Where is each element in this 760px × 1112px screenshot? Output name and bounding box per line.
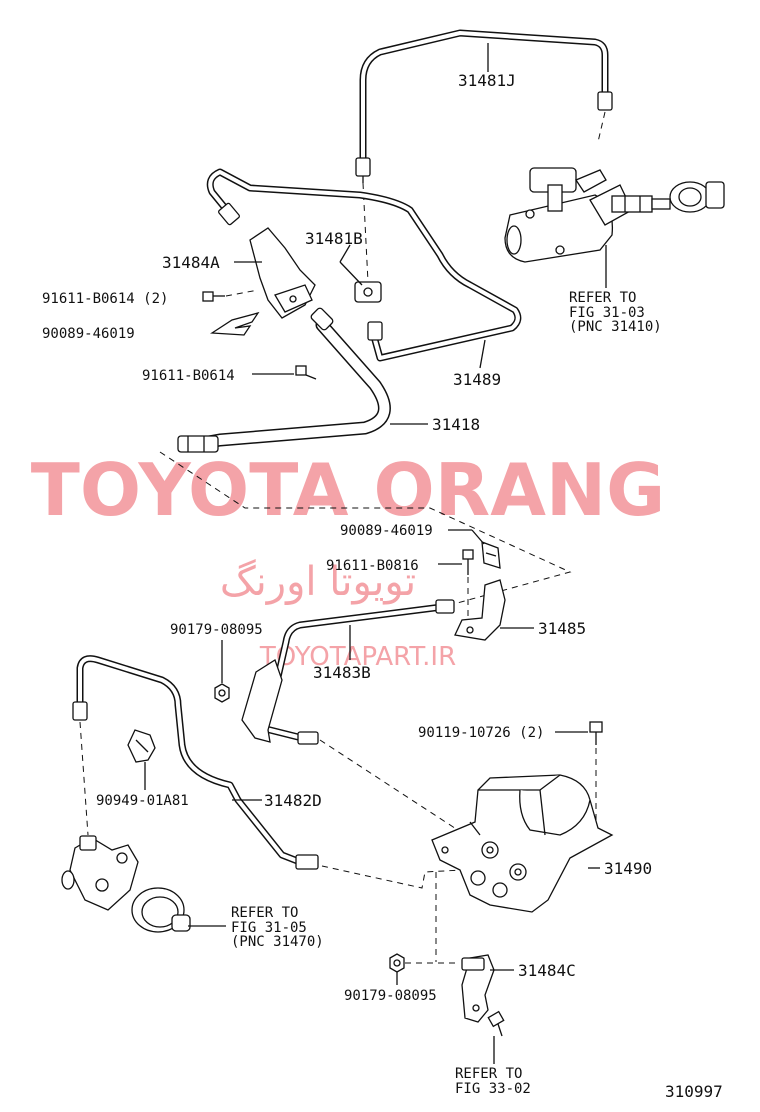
label-31481B: 31481B xyxy=(305,229,363,248)
pipe-31489 xyxy=(206,168,522,362)
label-91611-B0614: 91611-B0614 xyxy=(142,368,235,384)
nut-90179-08095-top xyxy=(214,683,230,703)
leader-90089-mid-b xyxy=(471,529,485,545)
guide-hose-to-bracket xyxy=(159,451,572,606)
leader-31481B-b xyxy=(339,261,363,286)
watermark-brand: TOYOTA ORANG xyxy=(31,448,666,532)
bolt-91611-B0614 xyxy=(295,365,317,380)
label-91611-B0816: 91611-B0816 xyxy=(326,558,419,574)
bolt-91611-B0816 xyxy=(462,549,474,575)
guide-31482D-block xyxy=(321,865,463,889)
label-31418: 31418 xyxy=(432,415,480,434)
label-31490: 31490 xyxy=(604,859,652,878)
clip-90089-46019-top xyxy=(209,311,260,336)
label-31481J: 31481J xyxy=(458,71,516,90)
label-31484A: 31484A xyxy=(162,253,220,272)
bracket-31484A xyxy=(249,227,316,319)
valve-block-31490 xyxy=(431,774,614,913)
label-90179-08095-top: 90179-08095 xyxy=(170,622,263,638)
watermark-url: TOYOTAPART.IR xyxy=(259,642,456,672)
leader-31481B-a xyxy=(339,244,351,263)
ref-slave-line2: FIG 31-05 xyxy=(231,920,307,936)
watermark: TOYOTA ORANG تویوتا اورنگ TOYOTAPART.IR xyxy=(31,448,666,672)
label-90089-46019-mid: 90089-46019 xyxy=(340,523,433,539)
ref-bottom-line1: REFER TO xyxy=(455,1066,522,1082)
label-31485: 31485 xyxy=(538,619,586,638)
pipe-31482D xyxy=(72,655,319,870)
guide-31481J-clamp xyxy=(362,182,369,283)
label-90119-10726-2: 90119-10726 (2) xyxy=(418,725,544,741)
clamp-31481B xyxy=(354,281,382,303)
bolt-fig-33-02 xyxy=(487,1010,505,1037)
bolt-90119-10726-pair xyxy=(589,721,603,745)
clip-90089-46019-mid xyxy=(481,541,501,569)
ref-slave-line1: REFER TO xyxy=(231,905,298,921)
clip-90949-01A81 xyxy=(127,729,156,763)
pipe-31481J xyxy=(355,29,613,183)
ref-slave-line3: (PNC 31470) xyxy=(231,934,324,950)
label-31482D: 31482D xyxy=(264,791,322,810)
nut-90179-08095-bot xyxy=(389,953,405,973)
label-31483B: 31483B xyxy=(313,663,371,682)
ref-master-line2: FIG 31-03 xyxy=(569,305,645,321)
leader-31489 xyxy=(479,339,486,369)
bracket-31485 xyxy=(454,579,506,641)
guide-bolt-pair xyxy=(225,289,259,297)
bolt-91611-B0614-pair xyxy=(202,291,225,302)
bracket-31484C xyxy=(461,954,495,1023)
guide-31483B-block xyxy=(319,739,471,839)
watermark-persian: تویوتا اورنگ xyxy=(220,559,416,605)
guide-31481J-master xyxy=(597,111,606,143)
figure-number: 310997 xyxy=(665,1082,723,1101)
guide-31482D-slave xyxy=(79,721,89,836)
label-90949-01A81: 90949-01A81 xyxy=(96,793,189,809)
hose-31418 xyxy=(177,307,391,453)
ref-master-line1: REFER TO xyxy=(569,290,636,306)
label-31489: 31489 xyxy=(453,370,501,389)
label-90089-46019-top: 90089-46019 xyxy=(42,326,135,342)
label-91611-B0614-2: 91611-B0614 (2) xyxy=(42,291,168,307)
label-31484C: 31484C xyxy=(518,961,576,980)
clutch-slave-cylinder xyxy=(61,835,191,933)
label-90179-08095-bot: 90179-08095 xyxy=(344,988,437,1004)
clutch-master-cylinder xyxy=(504,167,725,263)
bracket-31483B xyxy=(241,659,283,743)
ref-master-line3: (PNC 31410) xyxy=(569,319,662,335)
ref-bottom-line2: FIG 33-02 xyxy=(455,1081,531,1097)
